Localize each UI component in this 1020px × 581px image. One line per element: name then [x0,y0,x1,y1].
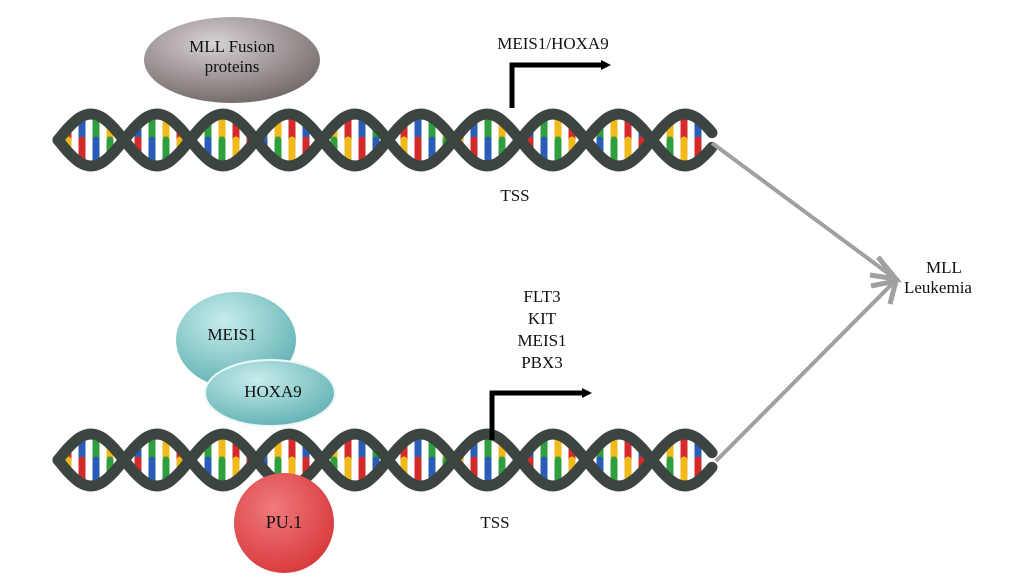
target-gene: MEIS1 [517,331,567,350]
mll-leukemia-line1: MLL [926,258,962,277]
tss-arrow-top [509,60,611,108]
pu1-label: PU.1 [265,512,303,532]
target-gene: KIT [527,309,557,328]
hoxa9-label: HOXA9 [244,382,302,401]
pu1-blob [234,473,334,573]
dna-helix-top [52,108,718,172]
target-gene: FLT3 [523,287,561,306]
bottom-tss-label: TSS [480,513,510,532]
mll-fusion-line2: proteins [204,57,260,77]
arrow-to-leukemia-bottom [714,277,900,463]
target-gene: PBX3 [521,353,563,372]
arrow-to-leukemia-top [710,141,903,283]
tss-arrow-bottom [489,388,592,440]
meis1-label: MEIS1 [207,325,257,344]
mll-fusion-line1: MLL Fusion [189,37,275,56]
mll-leukemia-line2: Leukemia [904,278,972,298]
dna-strand-b [52,428,718,492]
hoxa9-blob [204,359,336,427]
top-tss-label: TSS [500,186,530,205]
dna-helix-bottom [52,428,718,492]
top-target-gene-label: MEIS1/HOXA9 [497,34,609,53]
mll-fusion-label: MLL Fusion proteins [150,37,314,78]
mll-fusion-protein-blob [144,17,320,103]
mll-leukemia-label: MLL Leukemia [904,258,994,299]
target-genes-list: FLT3 KIT MEIS1 PBX3 [500,286,584,374]
dna-strand-b [52,108,718,172]
